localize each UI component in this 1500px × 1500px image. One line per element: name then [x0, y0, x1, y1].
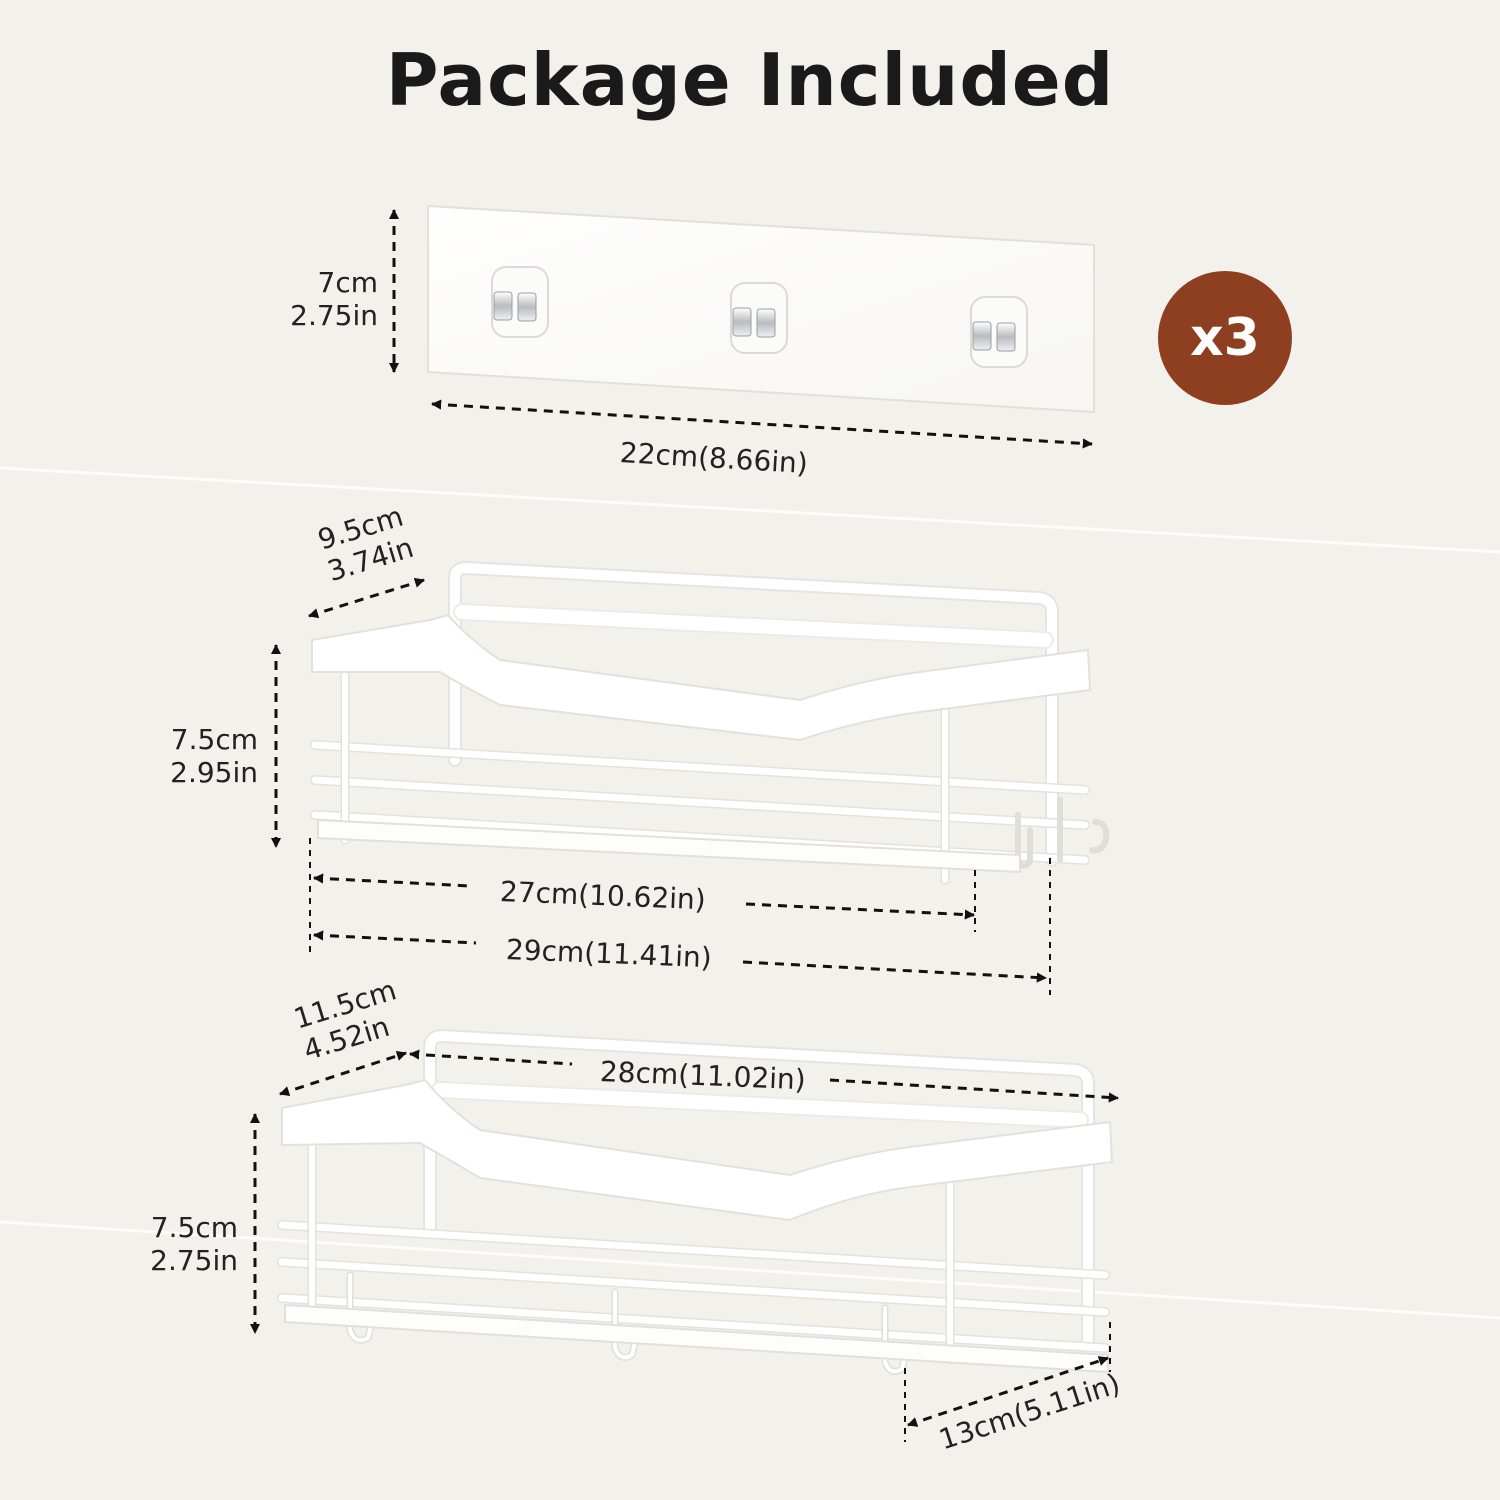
basket-bottom-side-depth-arrow: [907, 1356, 1109, 1427]
basket-bottom-depth-arrow: [279, 1050, 407, 1097]
basket-bottom-width-arrow-left: [408, 1049, 573, 1066]
basket-top-height-in: 2.95in: [170, 756, 258, 789]
basket-bottom-height-in: 2.75in: [150, 1244, 238, 1277]
basket-top-inner-width-arrow-left: [312, 873, 471, 888]
basket-top-outer-width-arrow-right: [742, 960, 1048, 983]
strip-hook-1: [491, 266, 549, 338]
strip-height-cm: 7cm: [317, 266, 378, 299]
strip-height-label: 7cm 2.75in: [272, 266, 378, 332]
page-title: Package Included: [385, 38, 1115, 122]
basket-top-depth-arrow: [308, 577, 425, 619]
basket-top-height-cm: 7.5cm: [170, 723, 258, 756]
basket-bottom-height-cm: 7.5cm: [150, 1211, 238, 1244]
strip-width-arrow: [430, 399, 1094, 449]
basket-bottom-height-label: 7.5cm 2.75in: [130, 1211, 238, 1277]
quantity-badge: x3: [1158, 271, 1292, 405]
strip-hook-3: [970, 296, 1028, 368]
strip-hook-2: [730, 282, 788, 354]
basket-top-inner-width-arrow-right: [745, 902, 976, 920]
basket-bottom-width-arrow-right: [829, 1078, 1120, 1103]
strip-height-in: 2.75in: [290, 299, 378, 332]
basket-top-height-label: 7.5cm 2.95in: [150, 723, 258, 789]
basket-top-outer-width-arrow-left: [312, 930, 477, 945]
